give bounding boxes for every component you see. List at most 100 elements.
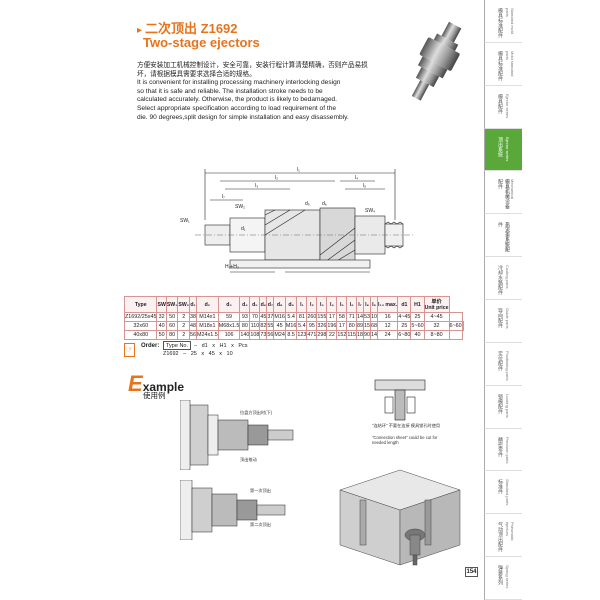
title-arrow-icon: ▸ (137, 25, 143, 36)
spec-cell: 40 (156, 321, 167, 331)
price-header-en: Unit price (424, 305, 449, 311)
side-nav-item-en: Ejector series (505, 136, 510, 161)
side-nav-item-en: Locking parts (505, 393, 510, 418)
spec-cell: 4~45 (397, 312, 412, 322)
spec-cell-type: 32x60 (123, 321, 158, 331)
spec-cell: 56 (266, 330, 275, 340)
spec-cell: 81 (296, 312, 308, 322)
dim-label-h1h2: H₁+H₂ (225, 264, 239, 270)
side-nav-item-en: Cooling parts (505, 265, 510, 289)
spec-cell: 140 (239, 330, 251, 340)
spec-cell: 32 (156, 312, 167, 322)
spec-cell: 55 (266, 321, 275, 331)
col-header: l₂ (306, 296, 318, 313)
spec-cell: 95 (306, 321, 318, 331)
callout-4: 第二次顶出 (250, 522, 271, 527)
col-header: l₉ (370, 296, 378, 313)
col-header: l₈ (363, 296, 371, 313)
side-nav-item-en: Ejector series (505, 93, 510, 118)
spec-cell: M24x1.5 (196, 330, 219, 340)
spec-cell: 17 (336, 321, 348, 331)
spec-cell: 17 (326, 312, 338, 322)
dim-label-l4: l₄ (355, 175, 358, 181)
side-nav-item-en: Guide parts (505, 308, 510, 329)
col-header: d₅ (249, 296, 261, 313)
spec-cell: 80 (165, 330, 179, 340)
spec-cell: 80 (239, 321, 251, 331)
col-header: SW₂ (177, 296, 191, 313)
col-header: d₃ (217, 296, 241, 313)
spec-cell: 25 (397, 321, 412, 331)
order-icon: ☞ (124, 343, 135, 357)
spec-cell: 4~45 (423, 312, 450, 322)
dim-label-sw1: SW₁ (180, 218, 190, 224)
spec-cell: 37 (266, 312, 275, 322)
spec-cell-type: 40x80 (123, 330, 158, 340)
dim-label-d1: d₁ (241, 226, 246, 232)
desc-cn-line: 方便安装加工机械控制设计，安全可靠，安装行程计算清楚精确，否则产品易损 (137, 62, 368, 69)
spec-cell: 48 (189, 321, 198, 331)
spec-cell: 25 (410, 312, 425, 322)
side-nav-item-en: Positioning parts (505, 350, 510, 381)
spec-cell: 2 (177, 330, 191, 340)
spec-cell: 5.4 (296, 321, 308, 331)
col-header: SW (156, 296, 167, 313)
spec-cell: 8.5 (284, 330, 298, 340)
col-header: d₆ (259, 296, 268, 313)
side-nav-item-cn: 模具机械设备配件 (497, 179, 510, 210)
side-nav-item-cn: 气动顶出配件 (497, 522, 503, 553)
callout-3: 第一次顶出 (250, 488, 271, 493)
dim-label-l2: l₂ (275, 175, 278, 181)
dim-label-d5: d₅ (305, 201, 310, 207)
col-header: d₁ (189, 296, 198, 313)
col-header: l₄ (326, 296, 338, 313)
dim-label-l7: l₇ (222, 194, 225, 200)
spec-cell-type: Z1692/25x45 (123, 312, 158, 322)
col-header: d₉ (284, 296, 298, 313)
spec-cell-price (461, 321, 464, 331)
spec-cell: M68x1.5 (217, 321, 241, 331)
dim-label-sw4: SW₄ (365, 208, 375, 214)
spec-cell: M14x1 (196, 312, 219, 322)
technical-drawing: l₁ l₂ l₃ l₄ l₅ l₇ SW₂ SW₁ SW₄ d₁ d₅ d₆ H… (180, 167, 415, 273)
spec-cell: 8~80 (423, 330, 450, 340)
spec-cell: M18x1 (196, 321, 219, 331)
spec-cell: 18 (356, 330, 364, 340)
spec-cell: 73 (259, 330, 268, 340)
page-title-en: Two-stage ejectors (143, 35, 260, 50)
order-label: Order: (141, 343, 160, 349)
spec-cell: 16 (376, 312, 399, 322)
desc-en-line: It is convenient for installing processi… (137, 79, 341, 87)
example-title: Example (128, 371, 184, 397)
spec-cell: 2 (177, 321, 191, 331)
spec-cell: 12 (376, 321, 399, 331)
spec-cell: 56 (189, 330, 198, 340)
spec-cell: 6~60 (448, 321, 463, 331)
desc-en-line: calculated accurately. Otherwise, the pr… (137, 96, 337, 104)
side-nav-item-en: Spring series (505, 565, 510, 589)
spec-cell: 298 (316, 330, 328, 340)
page-title-cn: ▸二次顶出 Z1692 (137, 18, 238, 37)
col-header: H1 (410, 296, 425, 313)
side-nav-item-en: Standard parts (505, 479, 510, 506)
order-example: Z1692 – 25 x 45 x 10 (163, 351, 233, 357)
spec-cell: 326 (316, 321, 328, 331)
dim-label-l3: l₃ (255, 183, 258, 189)
side-nav-item-cn: 顶出系统 (497, 136, 503, 157)
spec-cell: 89 (356, 321, 364, 331)
spec-cell: 110 (249, 321, 261, 331)
